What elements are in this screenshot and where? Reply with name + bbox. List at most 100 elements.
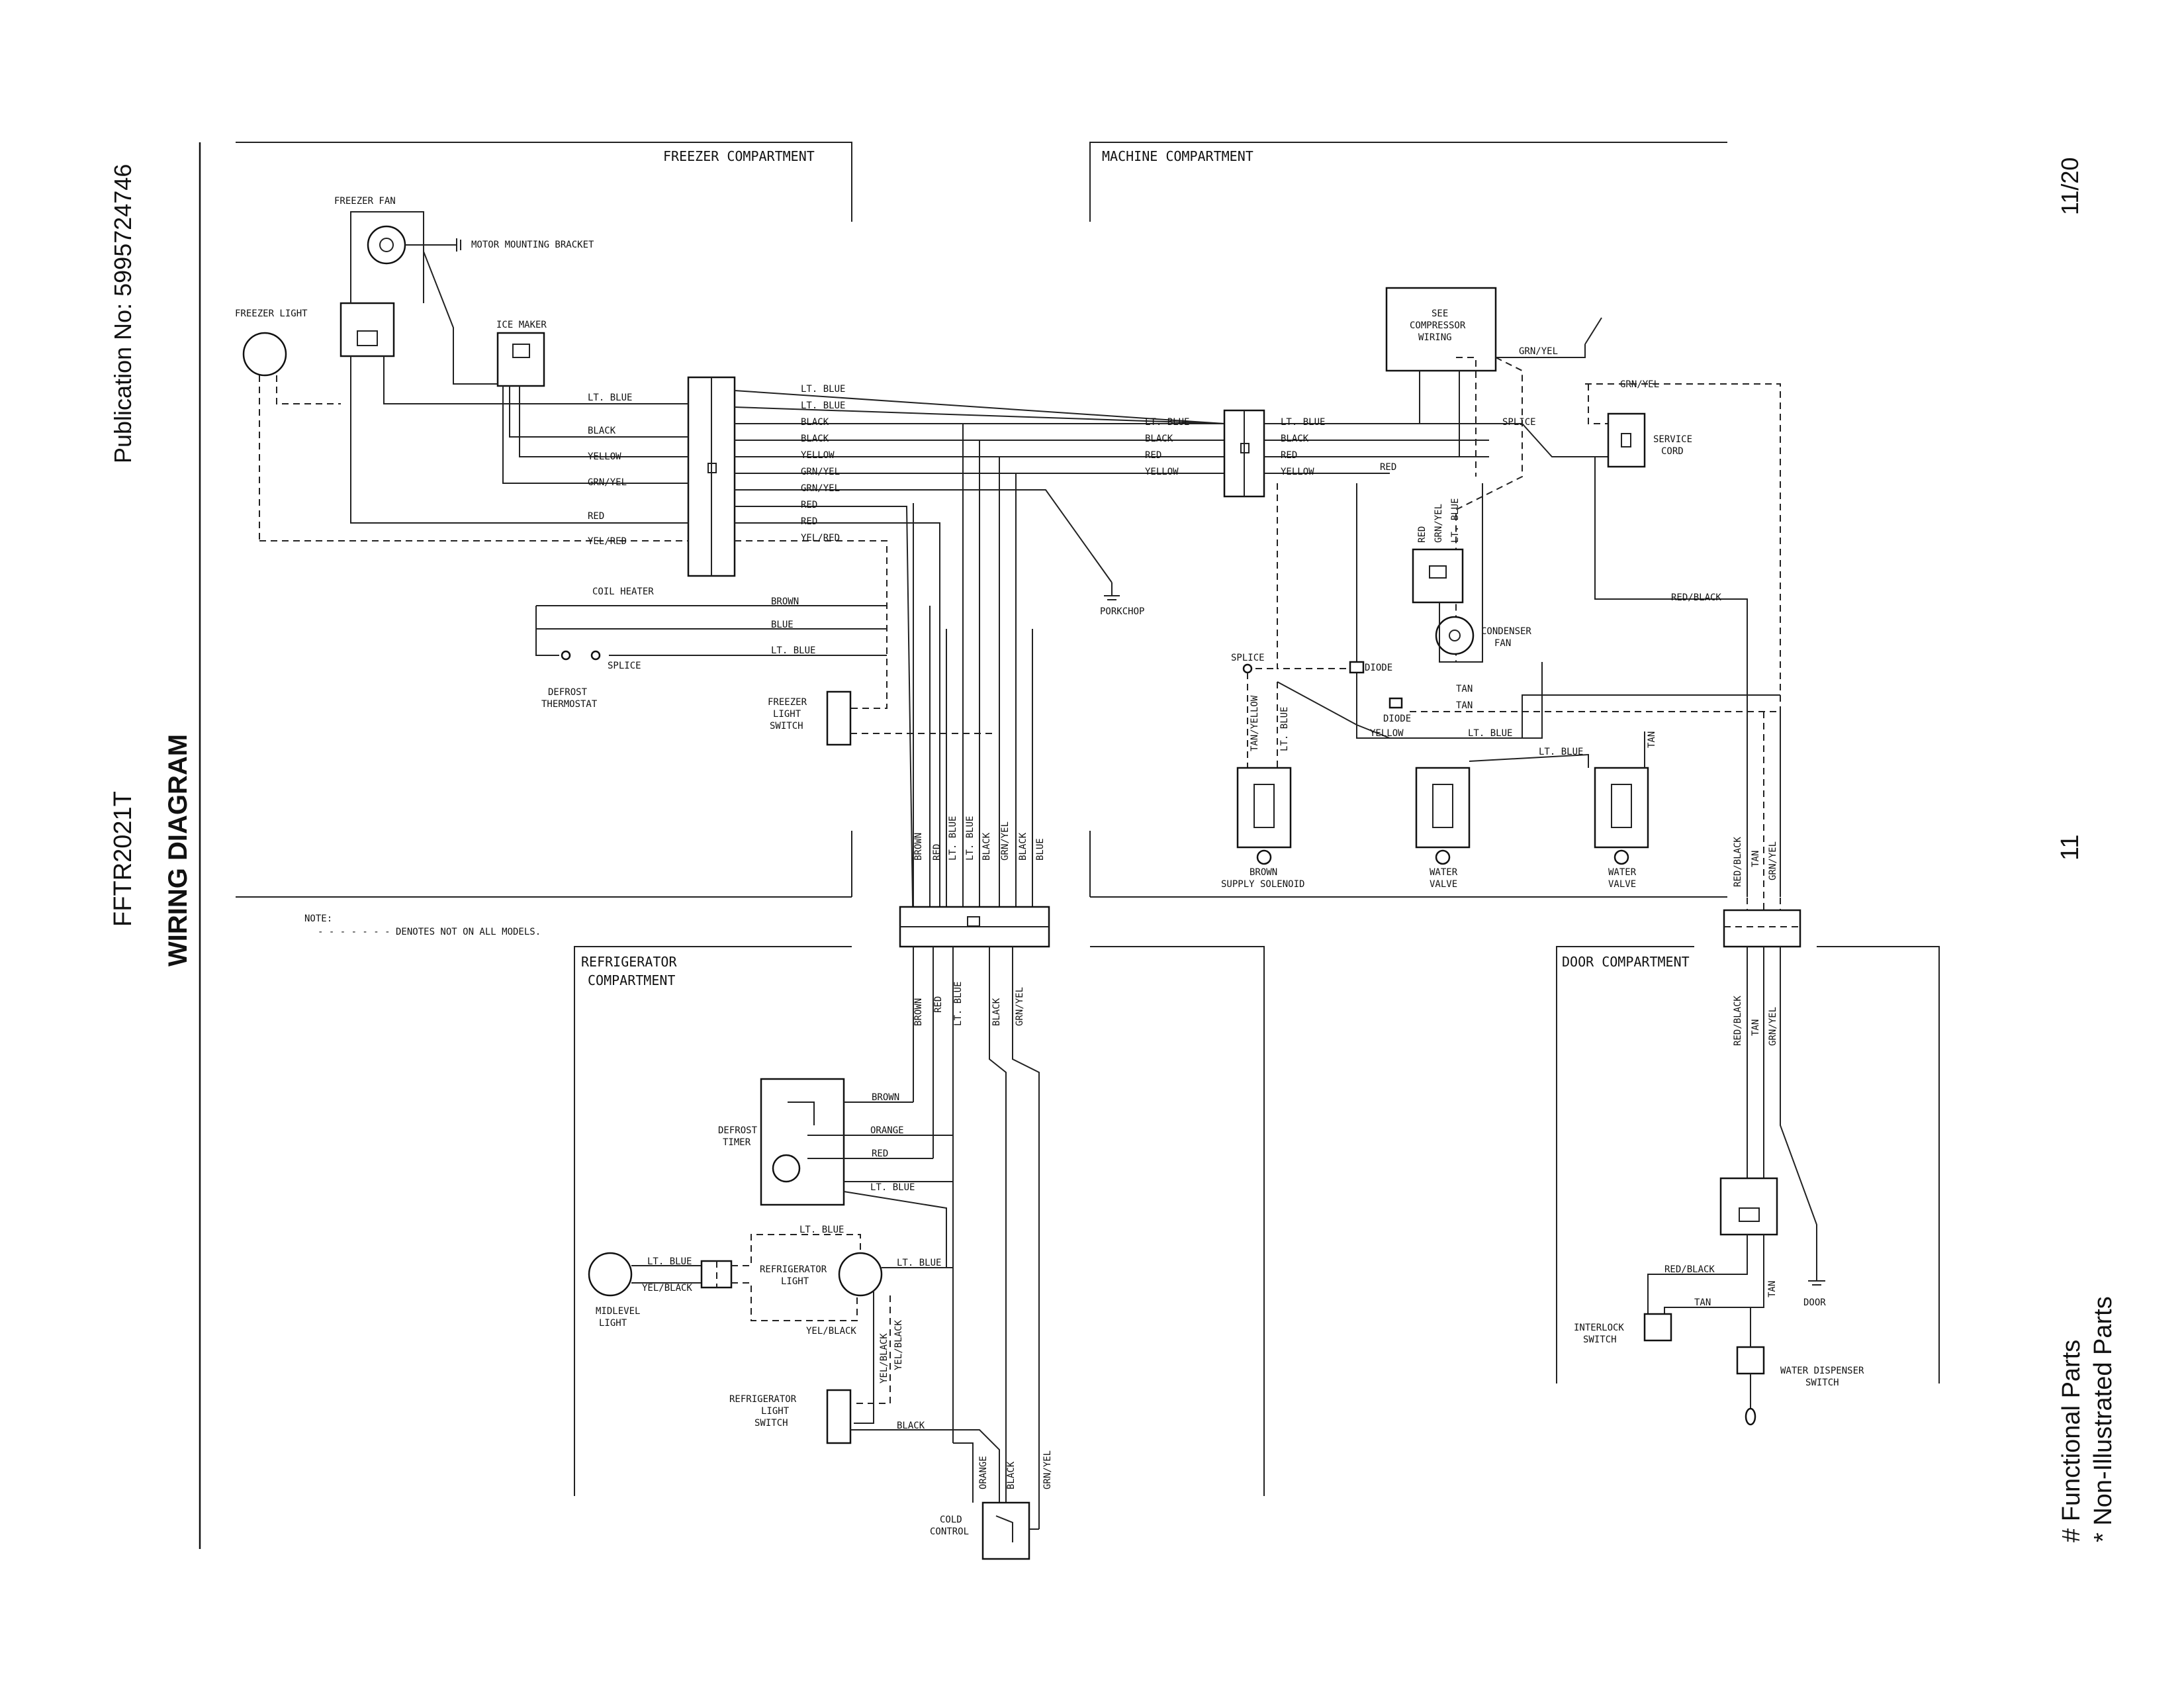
brown-supply-solenoid: SPLICE TAN/YELLOW LT. BLUE BROWN SUPPLY … — [1221, 653, 1304, 890]
wire-black-c: BLACK — [801, 434, 829, 444]
wire-grn-yel-m: GRN/YEL — [1519, 346, 1558, 357]
wire-grn-yel-v: GRN/YEL — [1000, 821, 1011, 861]
diode-label-a: DIODE — [1365, 663, 1392, 673]
wire-lt-blue-m: LT. BLUE — [1145, 417, 1189, 428]
midlevel-light-label: MIDLEVEL — [596, 1306, 640, 1317]
wire-red-b: RED — [801, 500, 817, 510]
refrigerator-light-switch-label: REFRIGERATOR — [729, 1394, 797, 1405]
wire-black-cc: BLACK — [1006, 1461, 1017, 1489]
motor-bracket-label: MOTOR MOUNTING BRACKET — [471, 240, 594, 250]
condenser-fan-label: CONDENSER — [1481, 626, 1531, 637]
coil-heater-label: COIL HEATER — [592, 586, 654, 597]
machine-boundary-top — [1089, 142, 1727, 222]
defrost-timer-label: DEFROST — [718, 1125, 758, 1136]
center-connector — [899, 906, 1050, 948]
water-dispenser-switch: WATER DISPENSER SWITCH — [1736, 1307, 1864, 1426]
wire-yel-red-b: YEL/RED — [801, 533, 840, 543]
midlevel-light-label-2: LIGHT — [599, 1318, 627, 1329]
defrost-thermostat-label: DEFROST — [548, 687, 588, 698]
wire-red-black-d: RED/BLACK — [1733, 996, 1743, 1046]
wire-yellow-a: YELLOW — [588, 451, 621, 462]
right-margin: 11/20 11 # Functional Parts * Non-Illust… — [2056, 158, 2117, 1542]
water-valve-1-label: WATER — [1430, 867, 1458, 878]
wire-yellow-d: YELLOW — [1370, 728, 1404, 739]
freezer-light: FREEZER LIGHT — [235, 308, 341, 541]
wire-tan-a: TAN — [1456, 684, 1473, 694]
water-valve-1-label-2: VALVE — [1430, 879, 1457, 890]
note-label: NOTE: — [304, 914, 332, 924]
wire-lt-blue-b: LT. BLUE — [801, 384, 845, 395]
wire-lt-blue-ml: LT. BLUE — [647, 1256, 692, 1267]
wire-lt-blue-v: LT. BLUE — [948, 816, 958, 861]
wire-yel-black-ml: YEL/BLACK — [642, 1283, 692, 1293]
splice-label-m: GRN/YEL — [1620, 379, 1659, 390]
wire-lt-blue-v2: LT. BLUE — [965, 816, 976, 861]
machine-compartment-label: MACHINE COMPARTMENT — [1102, 148, 1253, 164]
wire-red-m3: RED — [1380, 462, 1396, 473]
diode-label-b: DIODE — [1383, 714, 1411, 724]
refrigerator-light-label-2: LIGHT — [781, 1276, 809, 1287]
water-dispenser-switch-label-2: SWITCH — [1805, 1378, 1839, 1388]
wire-orange-dt: ORANGE — [870, 1125, 904, 1136]
freezer-connector — [687, 376, 736, 577]
page-title: WIRING DIAGRAM — [163, 734, 193, 966]
brown-solenoid-label: BROWN — [1250, 867, 1277, 878]
wire-yel-red-a: YEL/RED — [588, 536, 627, 547]
left-margin: Publication No: 5995724746 FFTR2021T WIR… — [109, 142, 201, 1549]
midlevel-light: LT. BLUE YEL/BLACK MIDLEVEL LIGHT — [588, 1252, 733, 1329]
cold-control-label-2: CONTROL — [930, 1526, 969, 1537]
cold-control: ORANGE BLACK GRN/YEL COLD CONTROL — [930, 1442, 1053, 1560]
wire-red-m: RED — [1145, 450, 1161, 461]
door-connector — [1723, 909, 1801, 948]
water-valve-2: WATER VALVE LT. BLUE TAN — [1469, 731, 1657, 890]
freezer-light-switch-label-2: LIGHT — [773, 709, 801, 720]
wire-grn-yel-r: GRN/YEL — [1015, 987, 1025, 1026]
refrigerator-compartment-label-2: COMPARTMENT — [588, 972, 675, 988]
door-harness-lower: RED/BLACK TAN GRN/YEL DOOR — [1733, 947, 1826, 1308]
freezer-boundary-top — [236, 142, 852, 222]
interlock-switch: INTERLOCK SWITCH — [1574, 1313, 1672, 1345]
see-compressor-label-3: WIRING — [1418, 332, 1452, 343]
brown-solenoid-label-2: SUPPLY SOLENOID — [1221, 879, 1304, 890]
wire-black-v2: BLACK — [1018, 832, 1028, 861]
wire-black-rls: BLACK — [897, 1421, 925, 1431]
wire-red-dt: RED — [872, 1149, 888, 1159]
freezer-fan: FREEZER FAN MOTOR MOUNTING BRACKET — [334, 196, 594, 357]
model-number: FFTR2021T — [109, 791, 137, 927]
wire-red-c: RED — [801, 516, 817, 527]
wire-yellow-m: YELLOW — [1145, 467, 1179, 477]
wire-tan-dv: TAN — [1751, 851, 1761, 867]
wire-lt-blue-c: LT. BLUE — [801, 400, 845, 411]
wire-grn-yel-dv: GRN/YEL — [1768, 841, 1778, 880]
wire-black-b: BLACK — [801, 417, 829, 428]
wire-red-a: RED — [588, 511, 604, 522]
wire-black-r: BLACK — [991, 998, 1002, 1026]
freezer-wiring-left: LT. BLUE BLACK YELLOW GRN/YEL RED YEL/RE… — [259, 356, 688, 547]
wire-yel-black-rl: YEL/BLACK — [806, 1326, 856, 1336]
wire-tan-dd: TAN — [1767, 1281, 1778, 1297]
wire-red-cf: RED — [1417, 526, 1428, 543]
page-number: 11 — [2056, 835, 2084, 861]
wire-red-r: RED — [933, 996, 944, 1013]
wire-brown-r: BROWN — [913, 998, 924, 1026]
freezer-light-switch-label: FREEZER — [768, 697, 807, 708]
wire-yel-black-rl3: YEL/BLACK — [879, 1333, 889, 1383]
wire-red-v: RED — [932, 844, 942, 861]
porkchop-ground: PORKCHOP — [1100, 583, 1144, 617]
water-valve-1: WATER VALVE — [1415, 767, 1471, 890]
freezer-fan-label: FREEZER FAN — [334, 196, 396, 207]
cold-control-label: COLD — [940, 1515, 962, 1525]
publication-number: Publication No: 5995724746 — [109, 164, 136, 463]
wire-blue-a: BLUE — [771, 620, 794, 630]
wire-yellow-b: YELLOW — [801, 450, 835, 461]
condenser-fan: CONDENSER FAN RED GRN/YEL LT. BLUE — [1412, 483, 1531, 663]
door-compartment-label: DOOR COMPARTMENT — [1562, 954, 1690, 970]
condenser-fan-label-2: FAN — [1494, 638, 1511, 649]
service-cord-label-2: CORD — [1661, 446, 1684, 457]
wire-lt-blue-a: LT. BLUE — [588, 393, 632, 403]
door-connector-2: RED/BLACK TAN TAN — [1647, 1177, 1778, 1317]
wire-black-a: BLACK — [588, 426, 616, 436]
revision-date: 11/20 — [2056, 158, 2083, 215]
compressor-wiring-box: SEE COMPRESSOR WIRING — [1385, 287, 1497, 372]
wire-yellow-m2: YELLOW — [1281, 467, 1314, 477]
